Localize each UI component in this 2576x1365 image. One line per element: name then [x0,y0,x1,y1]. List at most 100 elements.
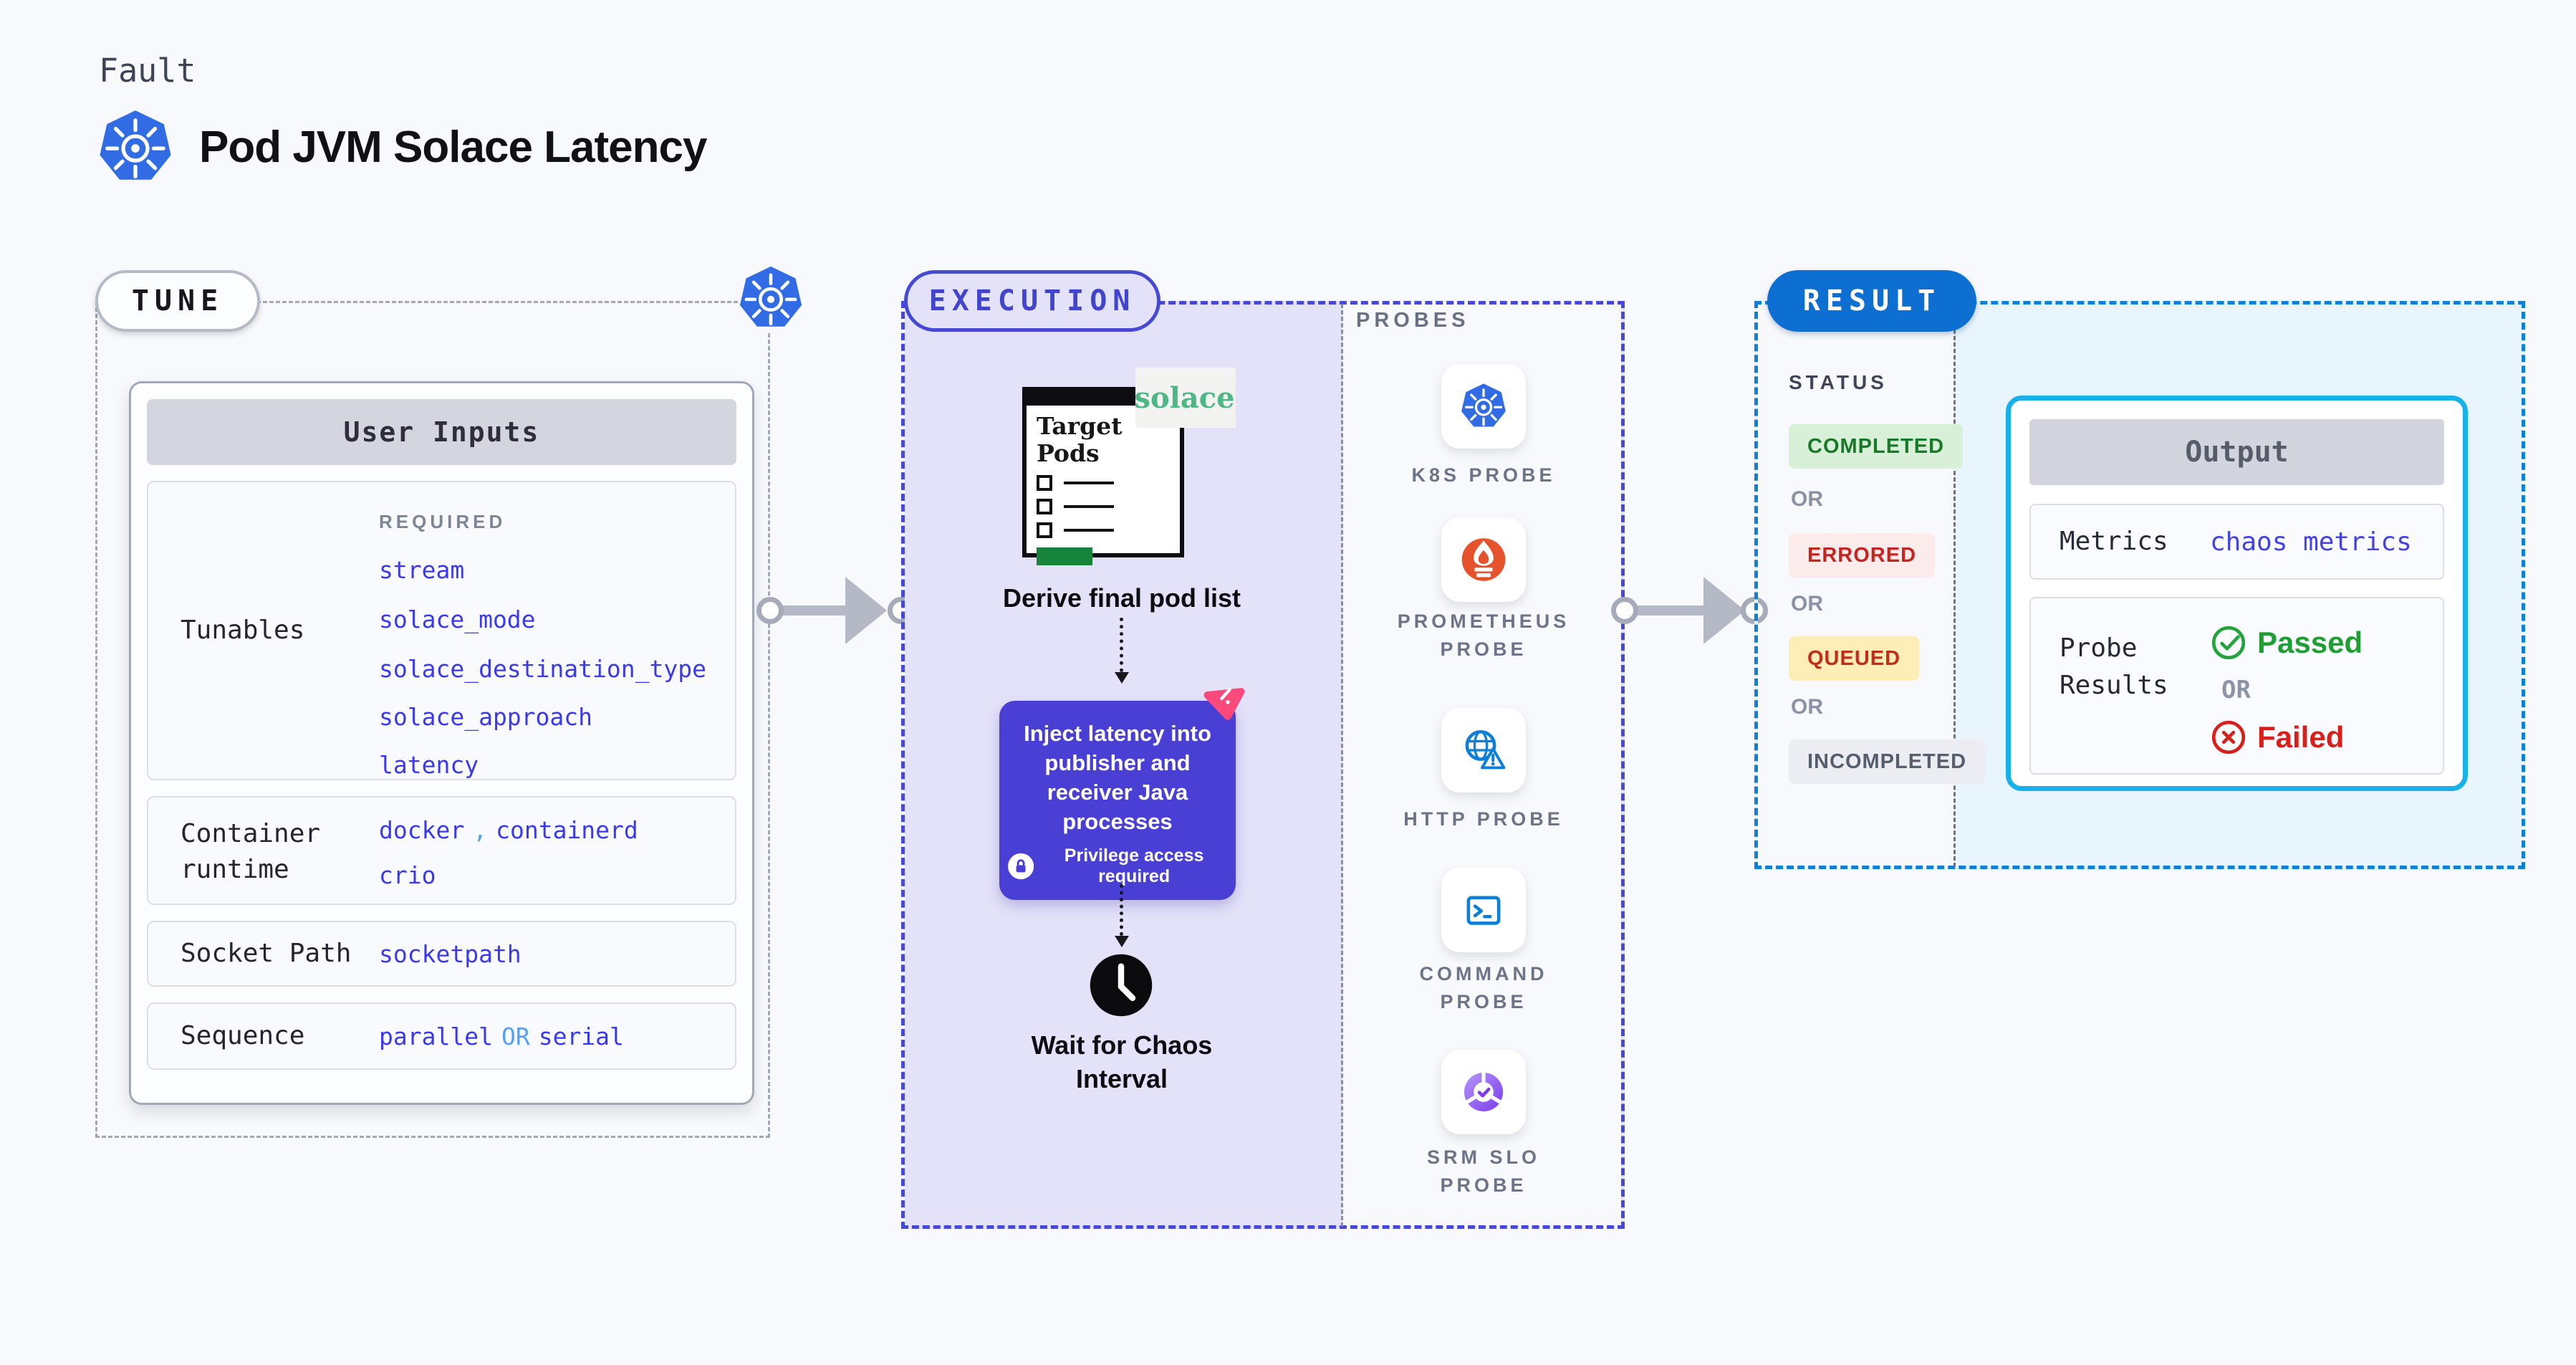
tunable-value: latency [379,751,479,779]
metrics-row: Metrics chaos metrics [2029,504,2444,580]
user-inputs-card: User Inputs Tunables REQUIRED stream sol… [129,381,754,1105]
runtime-value: crio [379,861,436,889]
socket-path-value: socketpath [379,939,522,968]
status-badge-completed: COMPLETED [1789,424,1964,469]
tunable-value: solace_mode [379,605,536,633]
probes-heading: PROBES [1356,309,1470,332]
flow-arrow-head [845,577,887,644]
sequence-or: OR [501,1022,530,1050]
connector-port [1611,597,1638,624]
pod-checkbox-row [1037,498,1170,514]
failed-text: Failed [2257,720,2345,754]
user-inputs-header: User Inputs [147,399,736,465]
or-label: OR [2221,676,2251,704]
tunable-value: solace_destination_type [379,655,706,683]
failed-line: Failed [2210,719,2363,756]
container-runtime-row: Container runtime docker, containerd crio [147,796,736,905]
probe-card-k8s [1441,364,1526,449]
probe-card-http [1441,708,1526,792]
inject-latency-step: Inject latency into publisher and receiv… [999,701,1236,900]
status-output-divider [1953,304,1956,867]
execution-probes-divider [1341,304,1343,1227]
pod-checkbox-row [1037,474,1170,491]
probe-label: K8S PROBE [1411,464,1556,486]
probe-card-srm-slo [1441,1050,1526,1134]
http-globe-warning-icon [1460,727,1507,774]
socket-path-values: socketpath [356,940,735,968]
flow-dotted-arrowhead [1115,936,1129,947]
page-title: Pod JVM Solace Latency [199,122,707,172]
or-label: OR [1791,695,1823,719]
x-circle-icon [2210,719,2247,756]
flow-dotted-line [1120,884,1123,936]
container-runtime-label: Container runtime [181,819,321,885]
output-header: Output [2029,419,2444,485]
probe-label: HTTP PROBE [1403,808,1564,830]
kubernetes-icon [97,109,173,185]
passed-line: Passed [2210,624,2363,661]
confirm-button-shape [1037,547,1092,565]
pod-line [1064,504,1114,508]
tune-section-pill: TUNE [95,270,260,332]
probe-card-command [1441,868,1526,952]
clock-icon [1087,952,1155,1019]
probe-label: PROMETHEUS PROBE [1397,610,1570,661]
passed-text: Passed [2257,626,2363,659]
checkbox-icon [1037,522,1052,538]
checkbox-icon [1037,474,1052,491]
solace-wordmark: solace [1134,380,1235,415]
target-pods-illustration: Target Pods [1022,387,1184,565]
execution-section-pill: EXECUTION [904,270,1160,332]
solace-logo: solace [1134,368,1236,428]
result-section-pill: RESULT [1767,270,1976,332]
probe-label: COMMAND PROBE [1419,963,1548,1013]
container-runtime-values: docker, containerd crio [356,798,735,904]
privilege-badge-text: Privilege access required [1064,845,1204,886]
inject-latency-text: Inject latency into publisher and receiv… [1024,721,1211,834]
output-card: Output Metrics chaos metrics Probe Resul… [2006,396,2468,791]
kubernetes-icon [1460,383,1507,430]
status-badge-errored: ERRORED [1789,533,1936,578]
slo-donut-check-icon [1460,1068,1507,1116]
pod-checkbox-row [1037,522,1170,538]
kubernetes-icon [738,265,804,331]
lock-icon [1008,851,1034,881]
required-tag: REQUIRED [379,511,506,532]
flow-dotted-line [1120,618,1123,672]
status-heading: STATUS [1789,371,1888,393]
status-badge-incompleted: INCOMPLETED [1789,739,1986,784]
fault-kicker: Fault [99,52,196,90]
flow-dotted-arrowhead [1115,672,1129,684]
page-title-row: Pod JVM Solace Latency [97,109,707,185]
derive-pod-list-step: Derive final pod list [1002,583,1241,613]
tunable-value: solace_approach [379,703,593,731]
pod-line [1064,481,1114,484]
terminal-icon [1460,886,1507,934]
wait-chaos-step: Wait for Chaos Interval [1031,1030,1213,1093]
checkbox-icon [1037,498,1052,514]
sequence-label: Sequence [181,1020,305,1050]
flow-arrow-shaft [1637,605,1705,616]
probe-results-values: Passed OR Failed [2210,598,2363,773]
tunables-label: Tunables [181,615,305,645]
or-label: OR [1791,487,1823,511]
pod-line [1064,528,1114,532]
probe-results-label: Probe Results [2060,633,2168,701]
socket-path-label: Socket Path [181,938,352,968]
metrics-label: Metrics [2060,526,2168,556]
tunable-value: stream [379,556,465,584]
sequence-value: serial [538,1022,624,1050]
runtime-value: docker [379,816,465,844]
probe-label: SRM SLO PROBE [1426,1146,1540,1197]
target-pods-title: Target Pods [1037,412,1123,467]
socket-path-row: Socket Path socketpath [147,921,736,987]
probe-results-row: Probe Results Passed OR Failed [2029,597,2444,775]
runtime-separator: , [473,816,488,844]
runtime-value: containerd [496,816,638,844]
chaos-pin-icon [1202,676,1246,721]
tunables-values: REQUIRED stream solace_mode solace_desti… [356,482,735,779]
connector-port [756,597,784,624]
tunables-row: Tunables REQUIRED stream solace_mode sol… [147,481,736,780]
